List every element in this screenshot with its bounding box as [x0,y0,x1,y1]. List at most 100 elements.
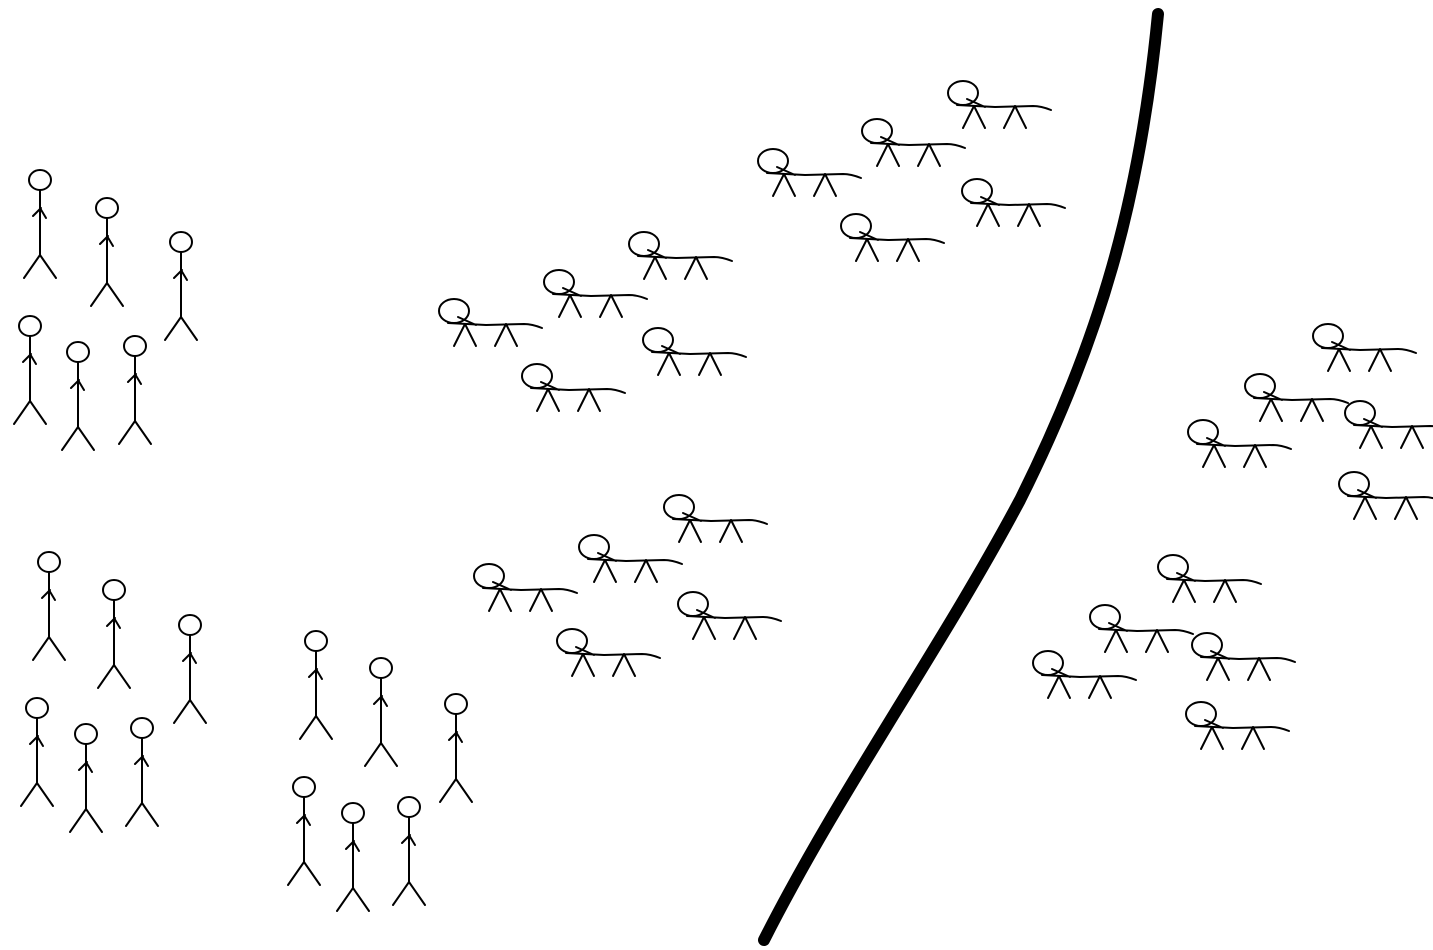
figure-leg [494,323,507,347]
figure-leg [1211,726,1224,750]
upright-stick-figure [32,551,66,661]
figure-body [1041,674,1137,681]
figure-leg [1104,629,1117,653]
figure-body [970,202,1066,209]
figure-arm [597,552,617,562]
upright-stick-figure [299,630,333,740]
figure-leg [1327,348,1340,372]
figure-leg [180,316,198,341]
figure-leg [703,616,716,640]
figure-leg [588,388,601,412]
figure-leg [866,238,879,262]
figure-body [1353,424,1433,428]
figure-leg [654,256,667,280]
figure-leg [85,808,103,833]
figure-leg [1058,675,1071,699]
crawling-figure [1191,632,1296,681]
figure-leg [455,778,473,803]
crawling-figure [1244,373,1349,422]
figure-leg [719,519,732,543]
figure-leg [1364,496,1377,520]
figure-leg [90,282,108,307]
figure-body [552,293,648,300]
upright-stick-figure [61,341,95,451]
figure-leg [125,802,143,827]
figure-arm [859,231,879,241]
upright-stick-figure [392,796,426,906]
figure-leg [1213,444,1226,468]
figure-leg [610,294,623,318]
crawling-figure [578,534,683,583]
figure-leg [1183,579,1196,603]
figure-arm [682,512,702,522]
figure-leg [634,559,647,583]
figure-arm [492,581,512,591]
figure-leg [1003,105,1016,129]
figure-leg [593,559,606,583]
crawling-figure [1185,701,1290,750]
figure-leg [1258,657,1271,681]
figure-body [766,172,862,179]
upright-stick-figure [125,717,159,827]
crawling-figure [1338,471,1433,520]
figure-body [447,322,543,329]
upright-stick-figure [439,693,473,803]
figure-leg [1217,657,1230,681]
figure-group-crawling-right-lower [1032,554,1296,750]
figure-arm [1357,489,1377,499]
upright-stick-figure [23,169,57,279]
figure-leg [315,715,333,740]
upright-stick-figure [164,231,198,341]
figure-arm [352,840,360,852]
figure-arm [48,589,56,601]
upright-stick-figure [20,697,54,807]
figure-arm [776,166,796,176]
figure-leg [695,256,708,280]
figure-leg [887,143,900,167]
figure-arm [39,207,47,219]
upright-stick-figure [97,579,131,689]
upright-stick-figure [364,657,398,767]
figure-leg [173,699,191,724]
figure-leg [453,323,466,347]
figure-body [849,237,945,244]
figure-arm [106,235,114,247]
figure-arm [1263,391,1283,401]
figure-arm [575,646,595,656]
figure-arm [647,249,667,259]
divider-curve [758,8,1164,946]
figure-body [686,615,782,622]
figure-leg [529,588,542,612]
figure-leg [1047,675,1060,699]
figure-leg [1411,425,1424,449]
upright-stick-figure [90,197,124,307]
figure-leg [1243,444,1256,468]
figure-arm [189,652,197,664]
figure-arm [1176,572,1196,582]
figure-body [1321,347,1417,354]
crawling-figure [1187,419,1292,468]
figure-arm [180,269,188,281]
figure-leg [907,238,920,262]
figure-leg [612,653,625,677]
figure-leg [783,173,796,197]
figure-arm [134,373,142,385]
figure-leg [352,887,370,912]
figure-leg [973,105,986,129]
figure-leg [1338,348,1351,372]
figure-leg [599,294,612,318]
crawling-figure [1089,604,1194,653]
figure-arm [966,98,986,108]
figure-arm [141,755,149,767]
crawling-figure [961,178,1066,227]
figure-leg [69,808,87,833]
figure-body [1347,495,1433,500]
figure-arm [1204,719,1224,729]
figure-leg [1353,496,1366,520]
figure-arm [29,353,37,365]
figure-leg [976,203,989,227]
figure-leg [1172,579,1185,603]
figure-leg [569,294,582,318]
